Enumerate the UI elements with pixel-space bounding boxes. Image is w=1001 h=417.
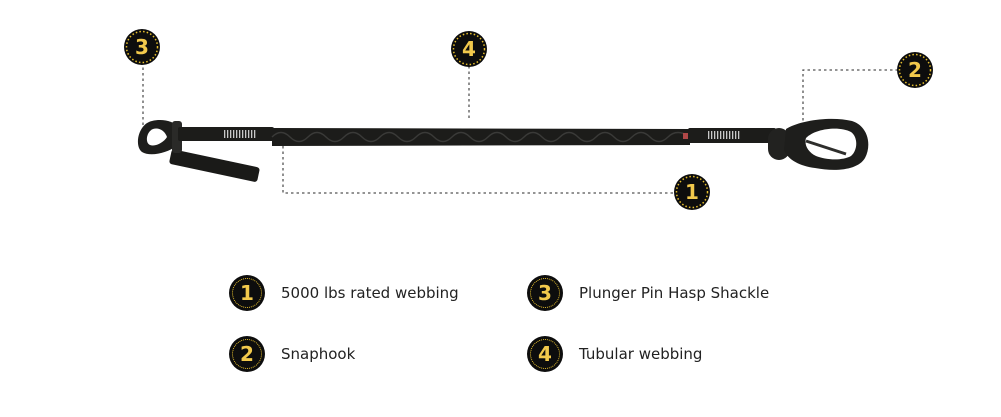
right-webbing	[688, 128, 776, 143]
legend-item-3: 3 Plunger Pin Hasp Shackle	[527, 275, 769, 311]
legend-badge-1: 1	[229, 275, 265, 311]
legend-badge-number: 1	[240, 281, 254, 305]
callout-1-number: 1	[685, 180, 699, 204]
left-webbing	[178, 127, 274, 141]
leader-line-2	[802, 69, 898, 124]
callout-3-number: 3	[135, 35, 149, 59]
snaphook-gate	[805, 139, 847, 156]
snaphook	[768, 118, 869, 170]
callout-4-number: 4	[462, 37, 476, 61]
shackle-eye	[146, 128, 167, 146]
legend-badge-2: 2	[229, 336, 265, 372]
snaphook-loop	[768, 128, 790, 160]
shackle-hasp	[137, 120, 260, 182]
legend-badge-number: 2	[240, 342, 254, 366]
legend-item-4: 4 Tubular webbing	[527, 336, 702, 372]
legend-badge-number: 4	[538, 342, 552, 366]
legend-item-2: 2 Snaphook	[229, 336, 355, 372]
callout-2: 2	[897, 52, 933, 88]
callout-3: 3	[124, 29, 160, 65]
legend-badge-number: 3	[538, 281, 552, 305]
legend-label: Plunger Pin Hasp Shackle	[579, 284, 770, 302]
legend-item-1: 1 5000 lbs rated webbing	[229, 275, 459, 311]
tail-strap	[169, 149, 260, 182]
callout-1: 1	[674, 174, 710, 210]
callout-2-number: 2	[908, 58, 922, 82]
callout-4: 4	[451, 31, 487, 67]
tubular-webbing	[271, 128, 691, 146]
legend-label: Tubular webbing	[579, 345, 703, 363]
legend-badge-3: 3	[527, 275, 563, 311]
callout-badges: 3 4 2 1	[124, 29, 933, 210]
legend-label: Snaphook	[281, 345, 356, 363]
leader-line-1	[282, 146, 674, 194]
legend-label: 5000 lbs rated webbing	[281, 284, 459, 302]
legend-badge-4: 4	[527, 336, 563, 372]
leader-lines	[142, 62, 898, 194]
